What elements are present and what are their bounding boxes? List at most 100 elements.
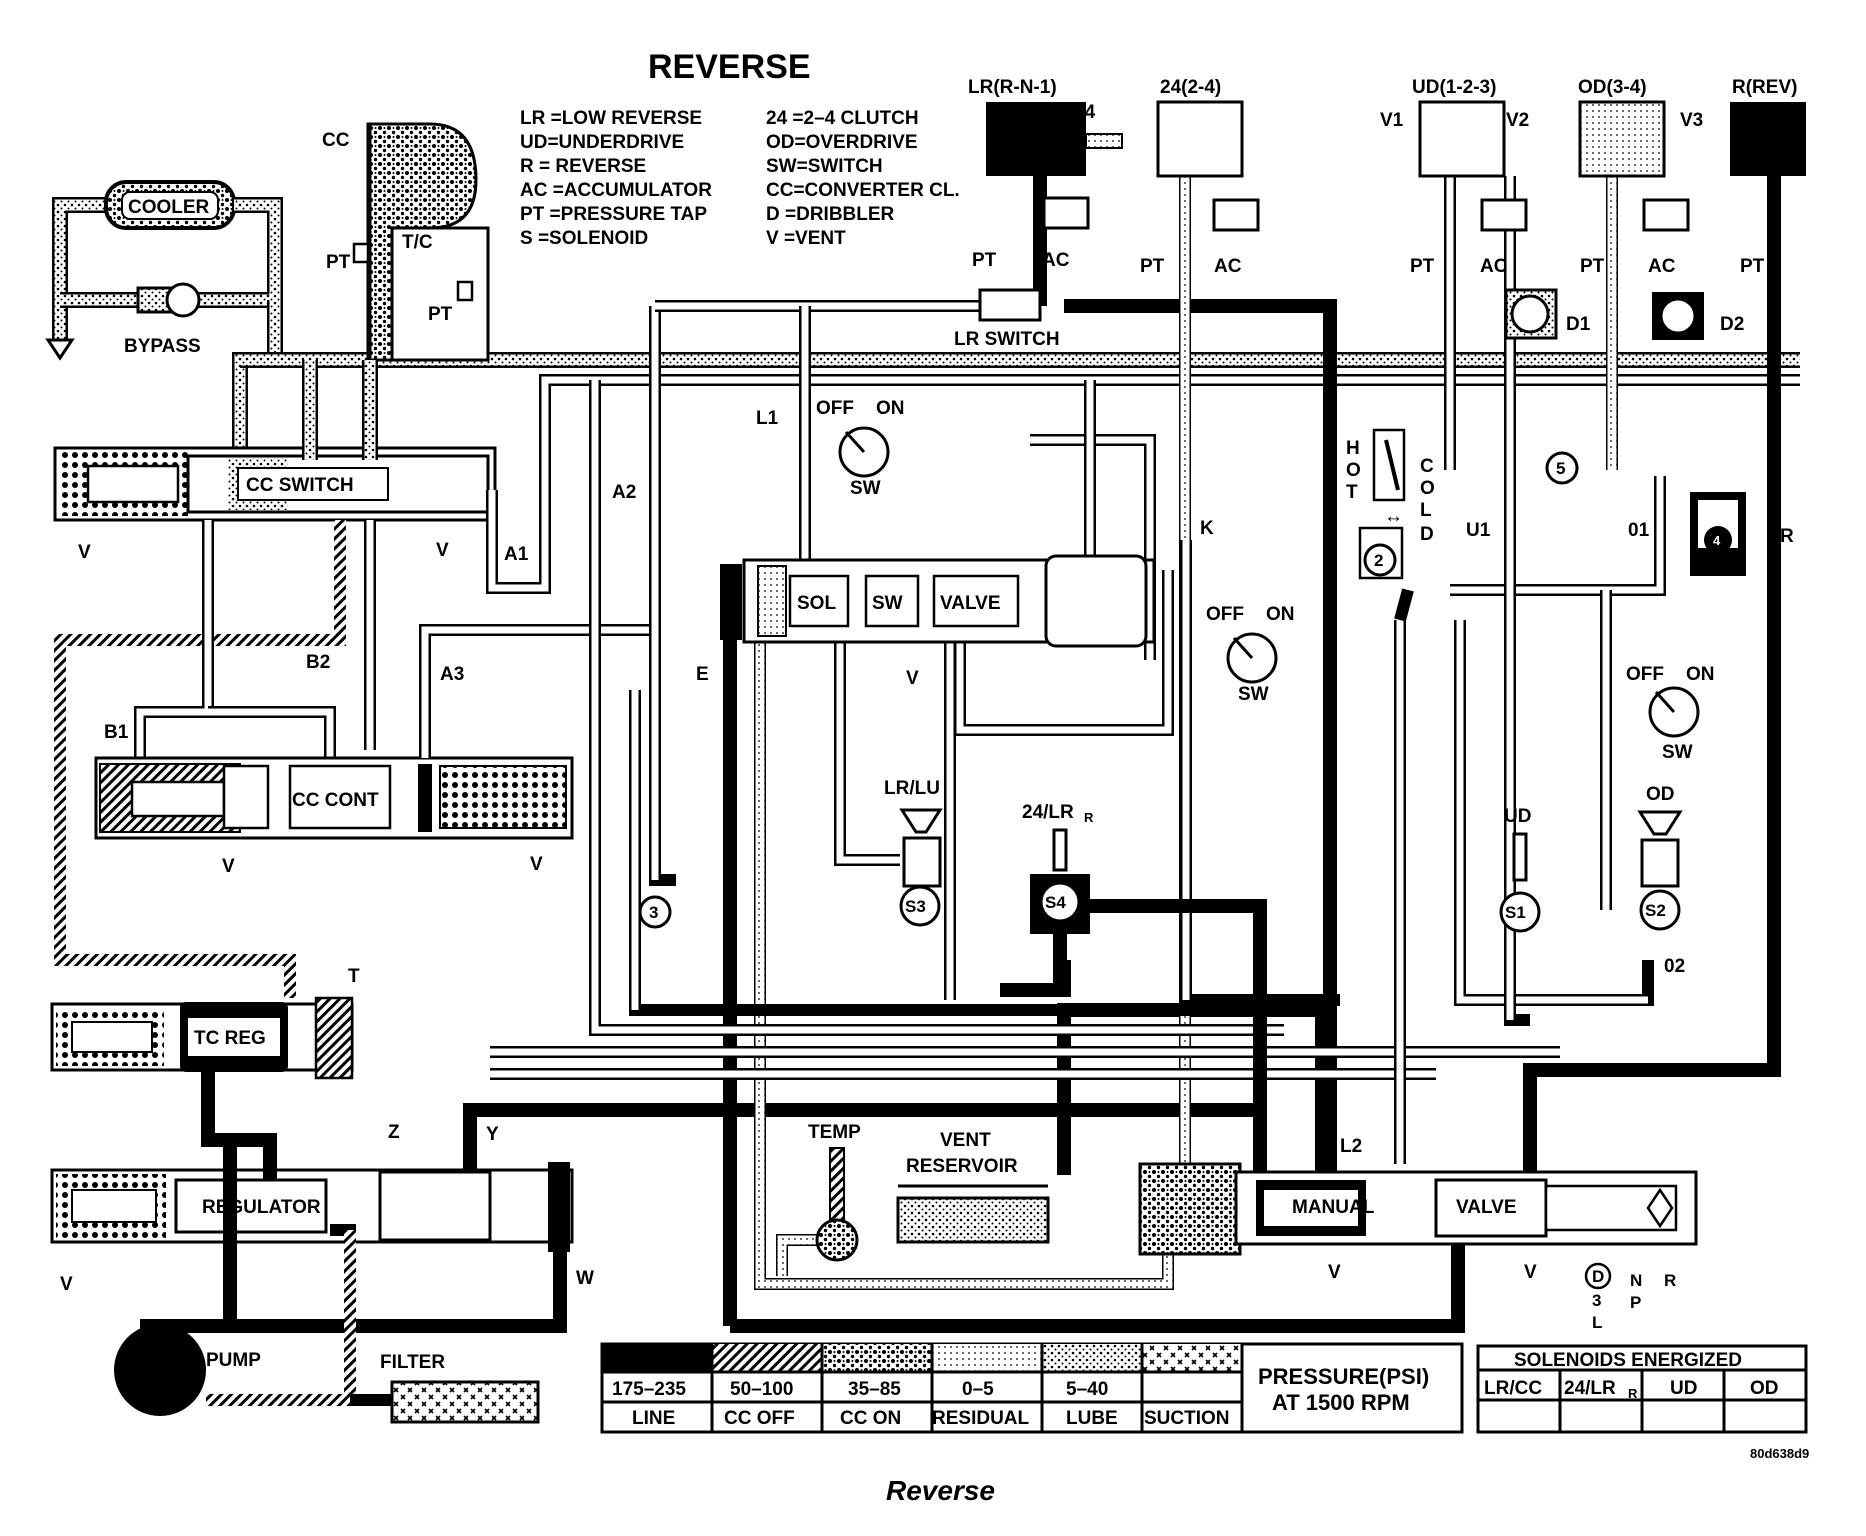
thermal-element-icon <box>1384 439 1400 491</box>
pt-tc-2: PT <box>428 304 453 325</box>
pt-lr: PT <box>972 250 997 271</box>
a3-label: A3 <box>440 664 464 685</box>
clutch-rev: R(REV) PT 4 R <box>1690 77 1806 576</box>
valve-label: VALVE <box>940 593 1001 614</box>
solenoid-s1: UD S1 <box>1499 806 1541 933</box>
solenoids-energized-title: SOLENOIDS ENERGIZED <box>1514 1350 1742 1371</box>
pos-3: 3 <box>1592 1291 1601 1310</box>
s4-label: S4 <box>1045 893 1066 912</box>
col-24lr: 24/LR <box>1564 1378 1616 1399</box>
abbr-right-1: 24 =2–4 CLUTCH <box>766 108 919 129</box>
s24lr-label: 24/LR <box>1022 802 1074 823</box>
ac-24: AC <box>1214 256 1242 277</box>
pt-od: PT <box>1580 256 1605 277</box>
off-label-1: OFF <box>816 398 854 419</box>
vent-reservoir: VENT RESERVOIR <box>896 1130 1050 1244</box>
vent-cc-cont-2: V <box>530 854 543 875</box>
check-ball-2-icon <box>1363 543 1397 577</box>
v4-label: V4 <box>1072 102 1096 123</box>
legend-range-cc-on: 35–85 <box>848 1379 901 1400</box>
vent-cc-switch-2: V <box>436 540 449 561</box>
d2-label: D2 <box>1720 314 1744 335</box>
on-label-3: ON <box>1686 664 1715 685</box>
t-label: T <box>348 966 360 987</box>
pt-rev: PT <box>1740 256 1765 277</box>
pump-label: PUMP <box>206 1350 261 1371</box>
legend-name-residual: RESIDUAL <box>932 1408 1030 1429</box>
vent-manual-1: V <box>1328 1262 1341 1283</box>
legend-name-line: LINE <box>632 1408 675 1429</box>
solenoid-funnel-icon <box>899 808 943 834</box>
cooler-label: COOLER <box>128 197 210 218</box>
num-2-label: 2 <box>1374 551 1383 570</box>
pos-p: P <box>1630 1293 1641 1312</box>
reservoir-label: RESERVOIR <box>906 1156 1018 1177</box>
legend-name-cc-on: CC ON <box>840 1408 901 1429</box>
legend-range-cc-off: 50–100 <box>730 1379 793 1400</box>
clutch-lr: LR(R-N-1) V4 PT AC LR SWITCH <box>954 77 1123 350</box>
solenoid-s2: OD S2 02 <box>1637 784 1685 977</box>
o2-label: 02 <box>1664 956 1685 977</box>
figure-code: 80d638d9 <box>1750 1446 1809 1461</box>
ud-sol-label: UD <box>1504 806 1531 827</box>
pt-tc-1: PT <box>326 252 351 273</box>
vent-cc-cont-1: V <box>222 856 235 877</box>
sw-label-3: SW <box>1662 742 1693 763</box>
num-4-label: 4 <box>1713 533 1721 548</box>
hot-label-o: O <box>1346 460 1361 481</box>
legend-name-lube: LUBE <box>1066 1408 1118 1429</box>
abbr-left-3: R = REVERSE <box>520 156 646 177</box>
manual-valve-label: VALVE <box>1456 1197 1517 1218</box>
v3-label: V3 <box>1680 110 1703 131</box>
s24lr-sub: R <box>1084 810 1094 825</box>
pressure-title-2: AT 1500 RPM <box>1272 1390 1410 1415</box>
temp-sensor: TEMP <box>808 1122 861 1262</box>
sw-valve-label: SW <box>872 593 903 614</box>
legend-range-line: 175–235 <box>612 1379 686 1400</box>
arrow-icon: ↔ <box>1384 506 1403 527</box>
s1-label: S1 <box>1505 903 1526 922</box>
cold-label-c: C <box>1420 456 1434 477</box>
check-ball-3-icon <box>638 895 672 929</box>
cold-label-l: L <box>1420 500 1432 521</box>
b1-label: B1 <box>104 722 129 743</box>
lrlu-label: LR/LU <box>884 778 940 799</box>
cc-switch-label: CC SWITCH <box>246 475 354 496</box>
z-label: Z <box>388 1122 400 1143</box>
filter: FILTER <box>206 1224 540 1424</box>
vent-regulator: V <box>60 1274 73 1295</box>
abbr-left-5: PT =PRESSURE TAP <box>520 204 707 225</box>
bypass-ball-icon <box>165 282 201 318</box>
vent-manual-2: V <box>1524 1262 1537 1283</box>
pt-24: PT <box>1140 256 1165 277</box>
manual-label: MANUAL <box>1292 1197 1375 1218</box>
sw-label-2: SW <box>1238 684 1269 705</box>
hot-label-t: T <box>1346 482 1358 503</box>
pos-l: L <box>1592 1313 1602 1332</box>
a2-label: A2 <box>612 482 636 503</box>
cc-control-valve: CC CONT V V A3 <box>94 624 655 877</box>
torque-converter: CC T/C PT PT <box>322 122 490 362</box>
solenoids-energized-table: SOLENOIDS ENERGIZED LR/CC 24/LR R UD OD <box>1476 1344 1808 1434</box>
cold-label-o: O <box>1420 478 1435 499</box>
pos-r: R <box>1664 1271 1676 1290</box>
tc-label: T/C <box>402 232 433 253</box>
clutch-od: OD(3-4) V3 PT AC D2 <box>1578 77 1744 340</box>
u1-label: U1 <box>1466 520 1491 541</box>
b2-label: B2 <box>306 652 330 673</box>
num-3-label: 3 <box>649 903 658 922</box>
header: REVERSE LR =LOW REVERSE UD=UNDERDRIVE R … <box>520 48 960 249</box>
pressure-title-1: PRESSURE(PSI) <box>1258 1364 1429 1389</box>
dribbler-d2-icon <box>1659 297 1697 335</box>
vent-sol-valve: V <box>906 668 919 689</box>
pt-ud: PT <box>1410 256 1435 277</box>
abbr-right-5: D =DRIBBLER <box>766 204 895 225</box>
sol-label: SOL <box>797 593 836 614</box>
tc-reg-label: TC REG <box>194 1028 266 1049</box>
abbr-right-2: OD=OVERDRIVE <box>766 132 918 153</box>
manual-valve: MANUAL VALVE L2 V V <box>1138 1136 1698 1283</box>
signal-lines <box>490 176 1666 1164</box>
legend-range-residual: 0–5 <box>962 1379 994 1400</box>
od-clutch-label: OD(3-4) <box>1578 77 1647 98</box>
o1-label: 01 <box>1628 520 1650 541</box>
